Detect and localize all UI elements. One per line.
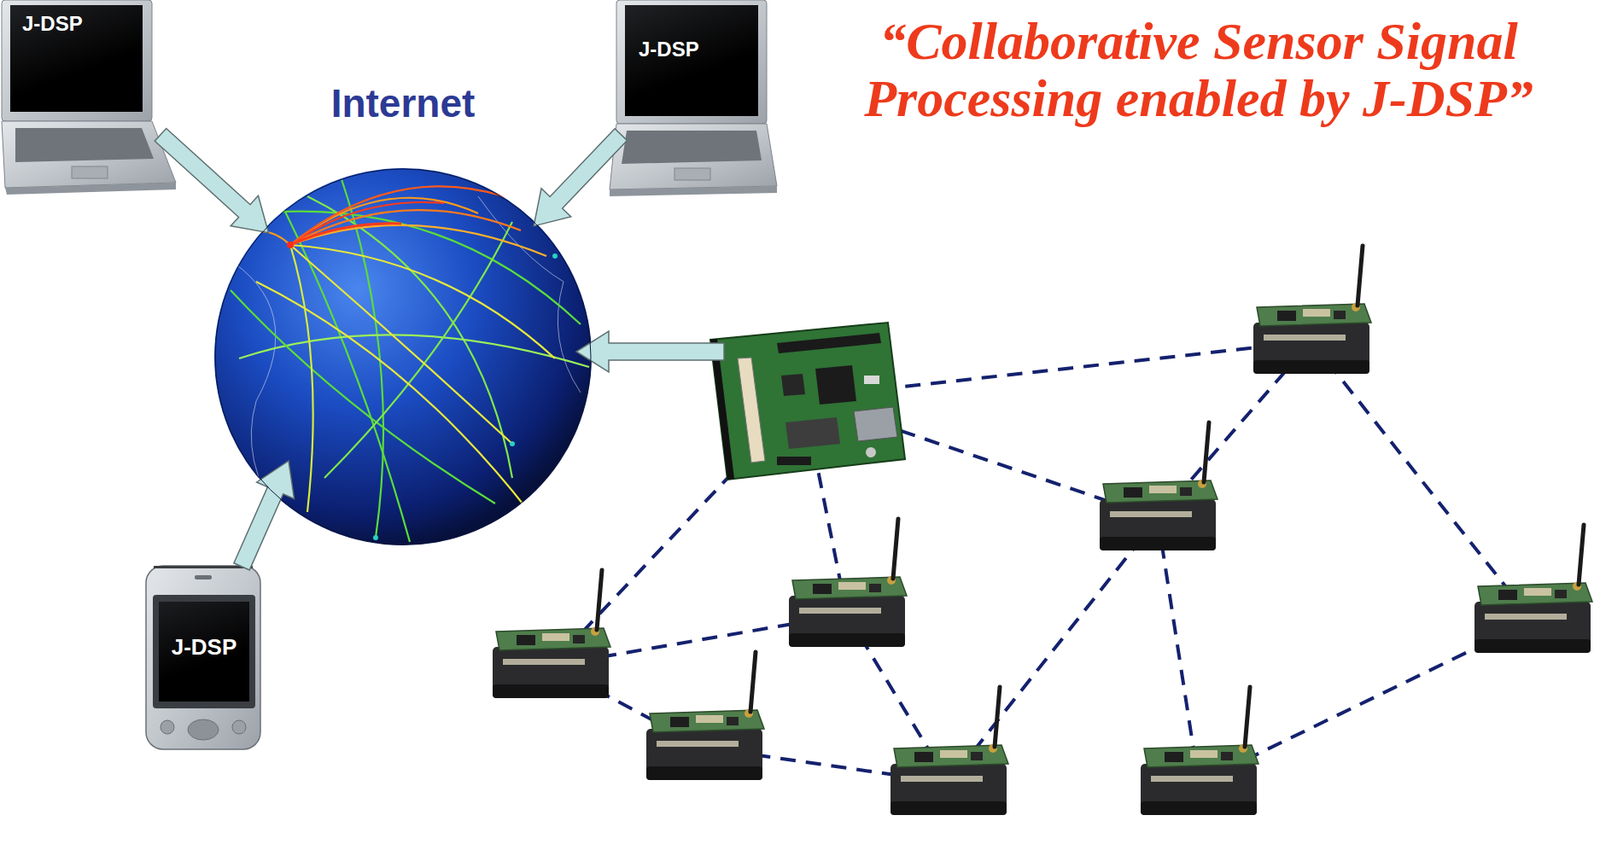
route-line [256,281,530,513]
laptop-keyboard [15,128,154,163]
route-line [290,245,314,513]
board-header [776,332,882,354]
wireless-link [948,518,1158,783]
board-part [776,456,812,466]
network-links [550,341,1533,783]
sensor-mote [1099,422,1218,551]
wireless-link [1311,341,1533,621]
laptop-illustration [609,0,777,197]
pda-illustration [145,566,261,750]
laptop-illustration [1,0,176,195]
screen-label: J-DSP [638,37,700,62]
route-dot [552,253,558,259]
route-line [230,290,496,504]
sensor-mote [890,687,1009,816]
pda-button [187,719,219,741]
route-line [290,223,402,246]
globe-outline [214,168,592,546]
board-chip [785,417,841,450]
screen-label: J-DSP [22,11,83,36]
sensor-mote [1140,687,1259,816]
sensor-mote [646,652,765,781]
route-line [290,245,513,444]
coastline [478,196,581,393]
laptop-front [5,182,176,195]
block-arrow [533,128,627,227]
laptop-base [609,123,777,190]
sensor-mote [1474,525,1593,654]
board-part [864,375,880,385]
board-serial-port [853,407,898,442]
node-heading: Internet [214,80,592,127]
laptop-touchpad [71,166,108,179]
pda-bezel [152,595,256,709]
pda-button [160,720,175,735]
laptop-front [609,186,777,197]
globe-outline [215,169,591,545]
block-arrow [154,128,269,233]
screen-label: J-DSP [171,634,238,661]
wireless-link [1157,518,1199,783]
pda-top-line [153,566,253,569]
pda-screen: J-DSP [158,601,250,702]
diagram-title: “Collaborative Sensor Signal Processing … [823,12,1575,128]
board-chip [815,365,857,405]
block-arrow [576,331,725,373]
sensor-mote [1253,245,1372,374]
route-line [223,231,291,257]
route-line [290,225,547,257]
route-line [324,221,513,479]
laptop-base [1,121,176,188]
route-line [290,198,479,246]
sensor-mote [492,570,611,699]
pda-button [232,720,246,735]
laptop-screen: J-DSP [10,5,143,112]
route-dot [373,535,379,541]
internet-globe: Internet [214,168,592,546]
route-line [290,202,444,246]
sensor-mote [788,519,907,648]
laptop-lid [616,0,767,124]
laptop-touchpad [674,168,711,181]
laptop-screen: J-DSP [624,5,759,117]
board-slot [737,357,765,463]
laptop-keyboard [621,130,762,164]
route-line [290,245,555,359]
board-chip [781,373,806,397]
board-part [865,447,876,458]
route-line [290,210,521,246]
route-dot [509,441,515,447]
route-hub [286,241,294,249]
block-arrow [233,461,295,571]
board-pcb [710,322,906,480]
pda-speaker [194,575,212,580]
route-line [290,186,504,246]
pda-body [145,566,261,750]
laptop-lid [1,0,152,122]
dsp-board [710,322,906,480]
